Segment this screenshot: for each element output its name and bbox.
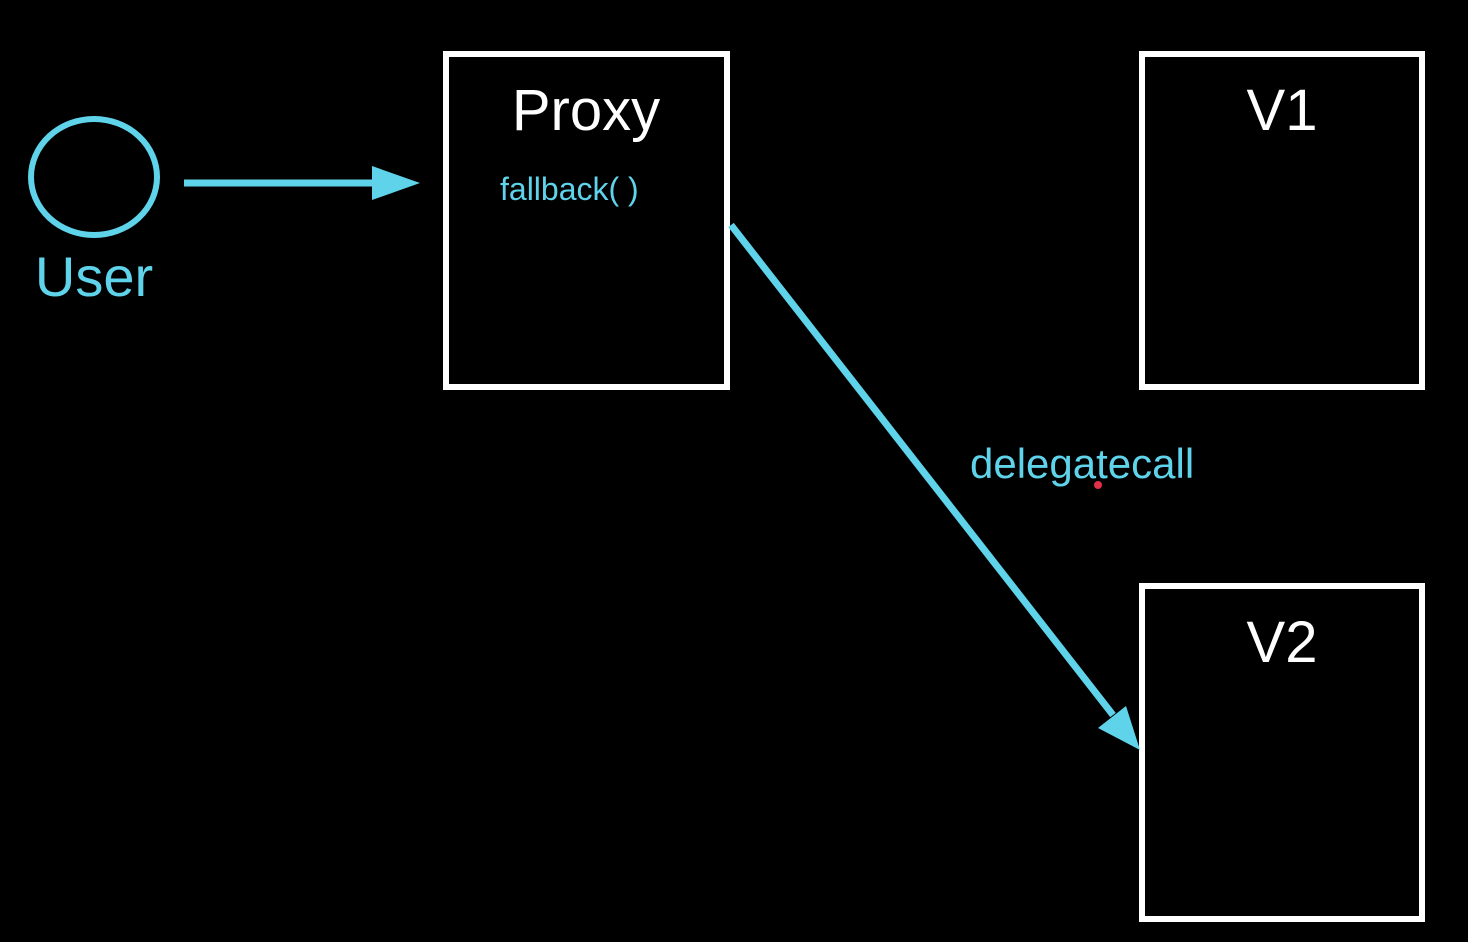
v1-title: V1 <box>1247 78 1318 143</box>
delegatecall-label: delegatecall <box>970 440 1194 487</box>
v2-box <box>1139 583 1425 922</box>
pointer-dot-icon <box>1094 481 1102 489</box>
user-actor: User <box>28 116 160 308</box>
circle-icon <box>28 116 160 238</box>
arrowhead-icon <box>372 166 420 200</box>
v1-box <box>1139 51 1425 390</box>
proxy-node: Proxy fallback( ) <box>443 51 730 390</box>
v2-title: V2 <box>1247 610 1318 675</box>
proxy-to-v2-arrow: delegatecall <box>728 222 1194 750</box>
proxy-to-v2-line <box>728 222 1116 718</box>
proxy-title: Proxy <box>512 78 660 143</box>
user-to-proxy-arrow <box>184 166 420 200</box>
v1-node: V1 <box>1139 51 1425 390</box>
proxy-method-label: fallback( ) <box>500 171 639 207</box>
arrowhead-icon <box>1098 706 1140 750</box>
v2-node: V2 <box>1139 583 1425 922</box>
user-label: User <box>35 245 153 308</box>
proxy-box <box>443 51 730 390</box>
